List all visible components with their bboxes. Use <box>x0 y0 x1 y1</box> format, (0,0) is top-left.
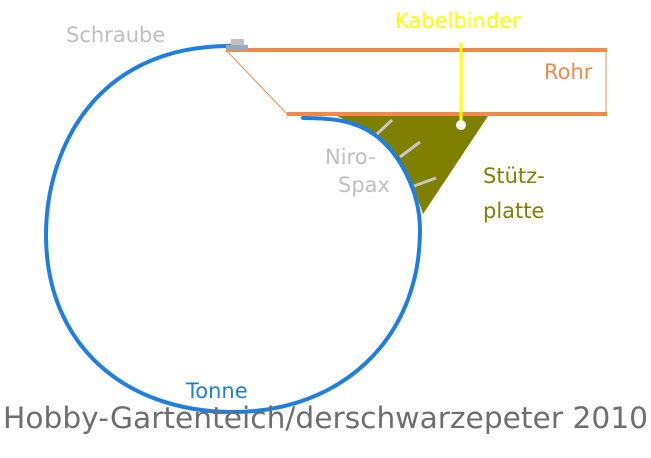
label-kabelbinder: Kabelbinder <box>395 9 521 33</box>
label-tonne: Tonne <box>185 379 248 403</box>
rohr-pipe <box>225 48 607 116</box>
label-stuetz-line2: platte <box>483 199 544 223</box>
label-niro-line1: Niro- <box>325 145 376 169</box>
schraube-head <box>231 39 244 48</box>
rohr-diagonal-edge <box>225 49 288 115</box>
spax-screw-2 <box>399 140 421 159</box>
label-niro-line2: Spax <box>338 173 390 197</box>
spax-screw-1 <box>375 118 394 136</box>
label-stuetz-line1: Stütz- <box>483 164 545 188</box>
credit-text: Hobby-Gartenteich/derschwarzepeter 2010 <box>3 401 648 435</box>
spax-screw-3 <box>413 176 437 188</box>
stuetzplatte-plate <box>337 116 488 214</box>
tonne-barrel-outline <box>43 44 423 415</box>
schraube-washer <box>226 45 248 50</box>
label-schraube: Schraube <box>66 23 165 47</box>
niro-spax-screws <box>375 118 437 188</box>
label-rohr: Rohr <box>544 60 593 84</box>
schraube-screw <box>226 39 248 50</box>
kabelbinder-tie <box>456 43 466 130</box>
kabelbinder-knot <box>456 120 466 130</box>
